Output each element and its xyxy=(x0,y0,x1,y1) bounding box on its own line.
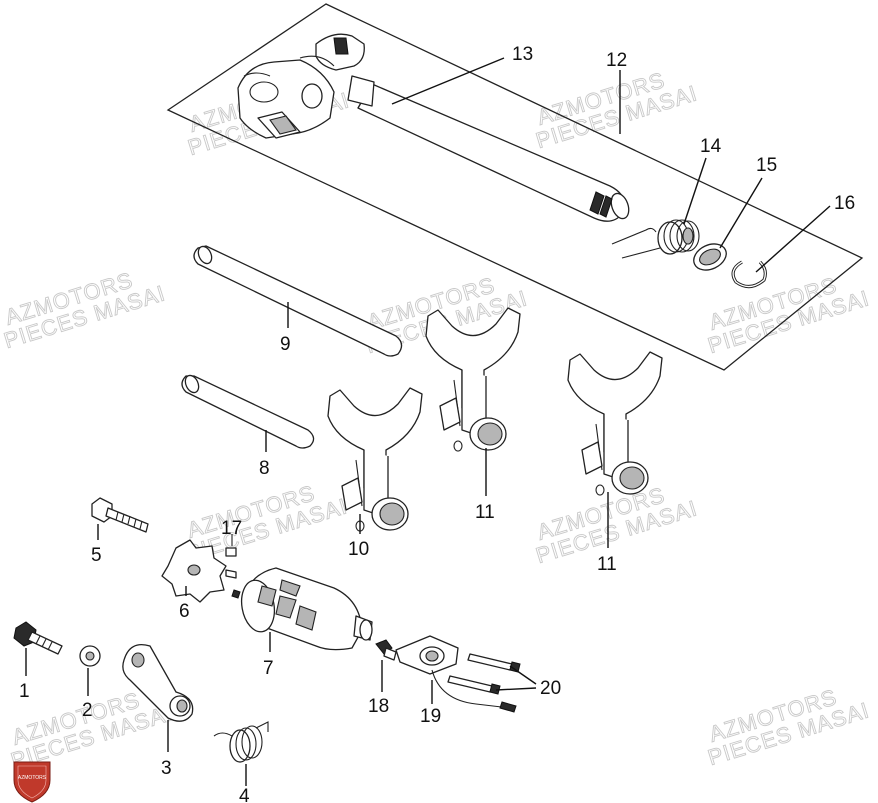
bolt-5 xyxy=(91,497,149,533)
callout-13: 13 xyxy=(512,44,533,65)
star-plate-6 xyxy=(161,539,227,603)
callout-16: 16 xyxy=(834,193,855,214)
callout-18: 18 xyxy=(368,696,389,717)
callout-2: 2 xyxy=(82,700,93,721)
callout-17: 17 xyxy=(221,518,242,539)
shift-shaft-assembly xyxy=(237,33,630,222)
sensor-19 xyxy=(395,635,517,713)
circlip-16 xyxy=(731,260,767,289)
callout-19: 19 xyxy=(420,706,441,727)
watermark: AZMOTORS PIECES MASAI xyxy=(0,267,168,354)
callout-9: 9 xyxy=(280,334,291,355)
washer-2 xyxy=(79,645,101,667)
assembly-panel xyxy=(166,3,864,371)
callout-4: 4 xyxy=(239,786,250,803)
callout-6: 6 xyxy=(179,601,190,622)
return-spring xyxy=(611,219,700,259)
shield-icon xyxy=(13,761,51,803)
callout-15: 15 xyxy=(756,155,777,176)
callouts: 1 2 3 4 5 6 7 8 9 10 11 11 12 13 14 15 1… xyxy=(19,44,855,803)
fork-rod-short xyxy=(181,374,315,449)
stopper-arm-3 xyxy=(122,643,194,722)
brand-badge-text: AZMOTORS xyxy=(18,775,47,781)
leader-lines xyxy=(25,57,831,786)
callout-3: 3 xyxy=(161,758,172,779)
callout-10: 10 xyxy=(348,539,369,560)
callout-12: 12 xyxy=(606,50,627,71)
watermark: AZMOTORS PIECES MASAI xyxy=(704,684,872,771)
callout-11-lower: 11 xyxy=(597,554,617,575)
dowel-pins-17 xyxy=(225,534,237,579)
shift-fork-11-lower xyxy=(567,351,663,496)
callout-20: 20 xyxy=(540,678,561,699)
spring-4 xyxy=(213,721,269,763)
callout-1: 1 xyxy=(19,681,30,702)
callout-7: 7 xyxy=(263,658,274,679)
nut-18 xyxy=(375,639,397,661)
washer-15 xyxy=(693,243,727,271)
callout-14: 14 xyxy=(700,136,722,157)
watermark: AZMOTORS PIECES MASAI xyxy=(704,272,872,359)
bolts-20 xyxy=(447,653,521,695)
watermark: AZMOTORS PIECES MASAI xyxy=(532,67,700,154)
shift-drum-7 xyxy=(231,567,373,651)
callout-11-upper: 11 xyxy=(475,502,495,523)
shift-fork-11-upper xyxy=(425,307,521,452)
brand-badge: AZMOTORS xyxy=(13,761,51,803)
callout-8: 8 xyxy=(259,458,270,479)
fork-rod-long xyxy=(193,245,403,357)
bolt-1 xyxy=(13,621,63,655)
callout-5: 5 xyxy=(91,545,102,566)
